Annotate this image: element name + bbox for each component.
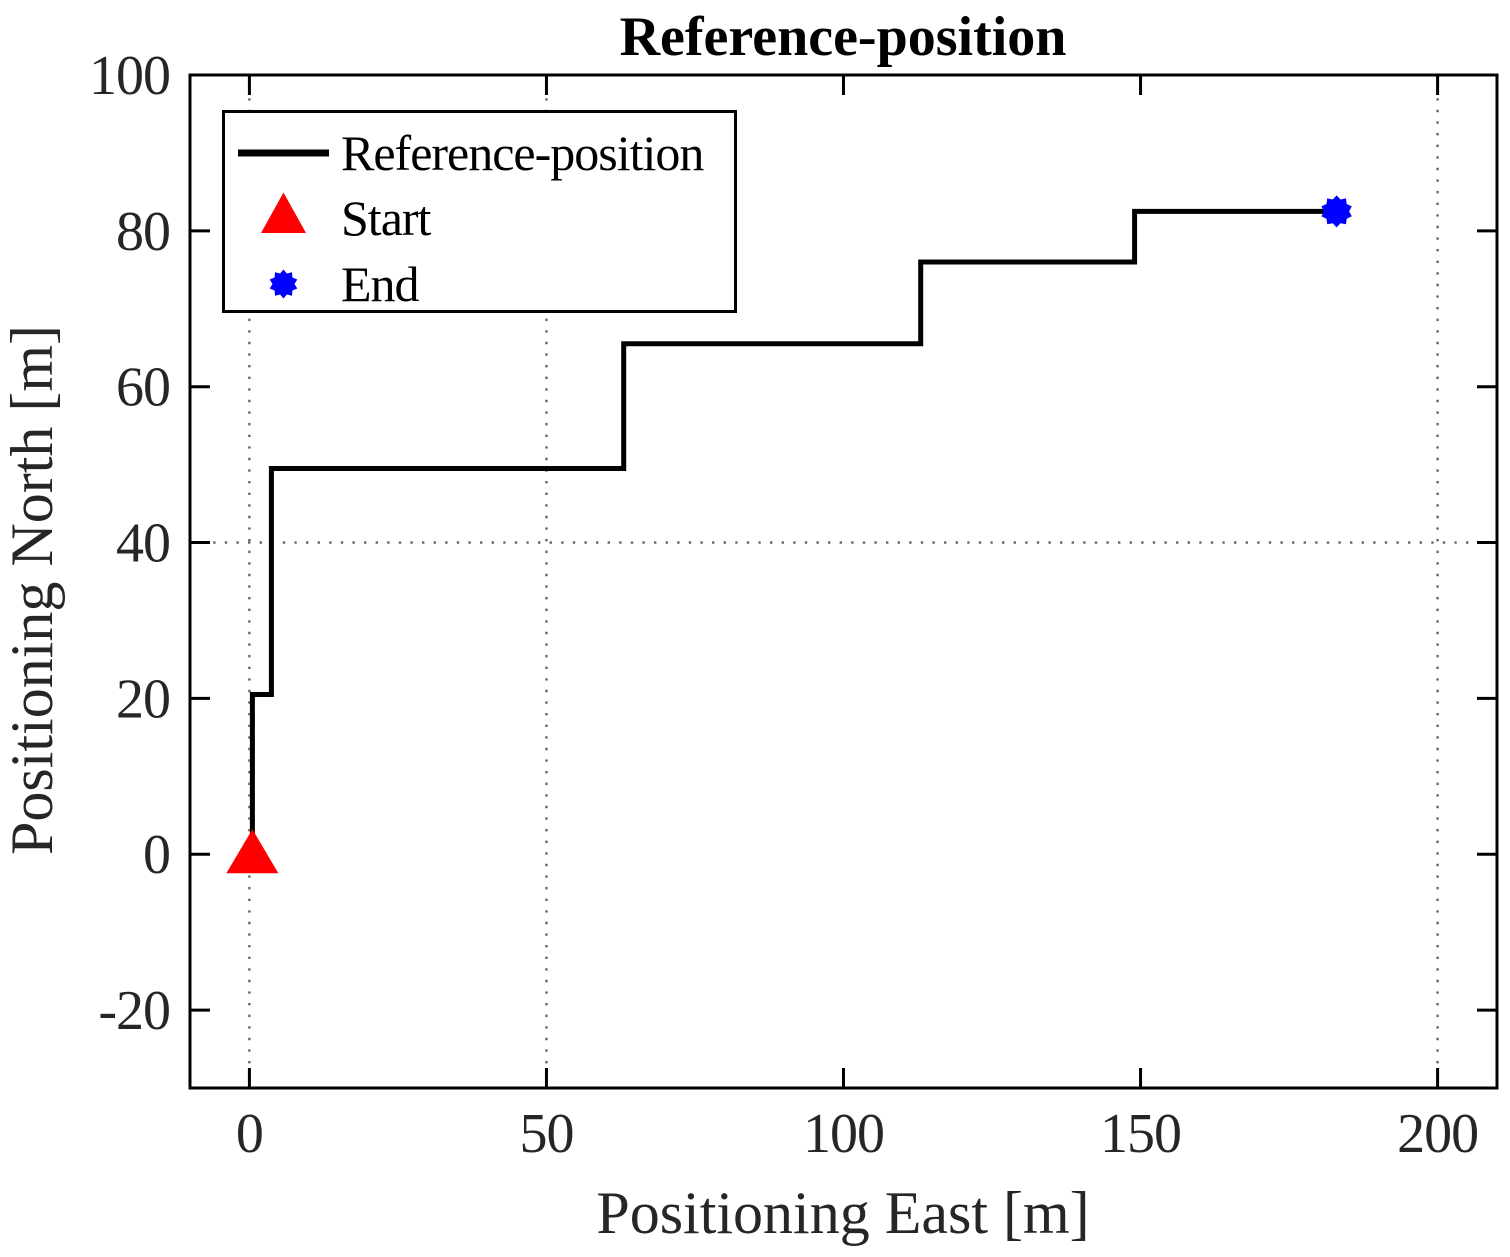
y-tick-label: 60 — [116, 357, 170, 419]
y-tick-label: -20 — [98, 980, 170, 1042]
y-tick-label: 100 — [89, 45, 170, 107]
y-axis-label: Positioning North [m] — [0, 325, 65, 855]
x-tick-label: 50 — [519, 1103, 573, 1165]
y-tick-label: 20 — [116, 668, 170, 730]
start-marker — [226, 829, 279, 874]
legend: Reference-position Start End — [222, 110, 737, 313]
end-marker — [1321, 195, 1352, 228]
x-tick-label: 100 — [803, 1103, 884, 1165]
chart-title: Reference-position — [620, 6, 1067, 68]
x-axis-label: Positioning East [m] — [596, 1180, 1089, 1246]
legend-box — [222, 110, 737, 313]
legend-label-reference-position: Reference-position — [341, 125, 704, 181]
legend-label-end: End — [341, 256, 420, 312]
x-tick-label: 200 — [1397, 1103, 1478, 1165]
reference-position-line — [249, 208, 1337, 855]
y-tick-label: 40 — [116, 513, 170, 575]
axis-ticks — [190, 73, 1497, 1088]
axis-tick-labels: 0 50 100 150 200 -20 0 20 40 60 80 100 — [89, 45, 1479, 1165]
legend-start-marker-icon — [261, 192, 306, 233]
x-tick-label: 150 — [1100, 1103, 1181, 1165]
y-tick-label: 80 — [116, 201, 170, 263]
legend-end-marker-icon — [269, 269, 298, 299]
x-tick-label: 0 — [236, 1103, 263, 1165]
y-tick-label: 0 — [143, 824, 170, 886]
legend-label-start: Start — [341, 190, 432, 246]
